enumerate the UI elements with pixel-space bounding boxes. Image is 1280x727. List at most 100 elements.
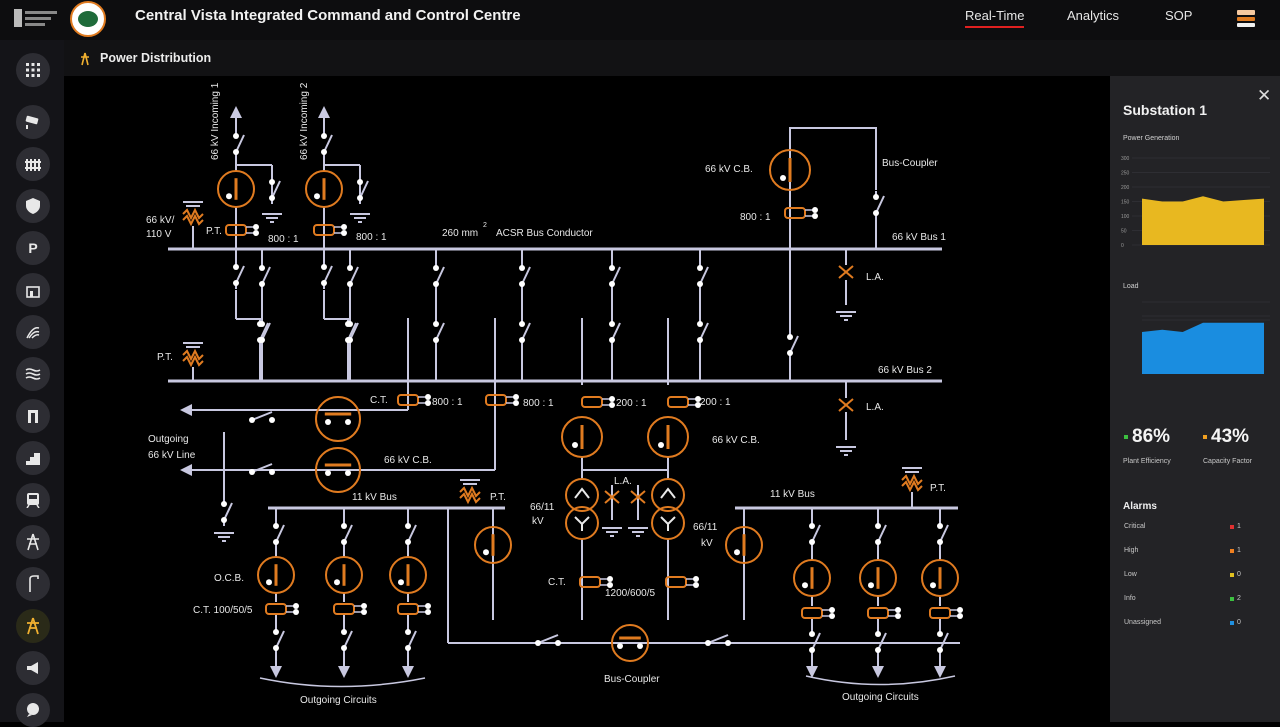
current-transformer <box>665 576 687 588</box>
transformer-winding <box>651 506 685 540</box>
pt-winding <box>182 213 204 227</box>
diagram-label: C.T. 100/50/5 <box>193 605 253 616</box>
node-dot <box>433 281 439 287</box>
node-dot <box>314 193 320 200</box>
ocb <box>921 559 959 597</box>
lightning-arrester <box>838 265 854 279</box>
megaphone-icon[interactable] <box>16 651 50 685</box>
parking-icon[interactable]: P <box>16 231 50 265</box>
diagram-label: 66 kV Line <box>148 450 196 461</box>
water-icon[interactable] <box>16 357 50 391</box>
isolator-switch <box>699 322 709 341</box>
node-dot <box>325 470 331 476</box>
pt-winding <box>459 491 481 505</box>
diagram-label: 11 kV Bus <box>770 489 815 500</box>
close-icon[interactable]: ✕ <box>1257 86 1272 105</box>
isolator-switch <box>707 634 729 644</box>
diagram-label: 66 kV Bus 1 <box>892 232 946 243</box>
cctv-icon[interactable] <box>16 105 50 139</box>
fence-icon[interactable] <box>16 147 50 181</box>
weather-icon[interactable] <box>16 315 50 349</box>
isolator-switch <box>699 266 709 285</box>
node-dot <box>658 442 664 448</box>
diagram-label: 800 : 1 <box>356 232 387 243</box>
isolator-switch <box>521 266 531 285</box>
node-dot <box>895 607 901 613</box>
diagram-label: Outgoing <box>148 434 189 445</box>
pt-winding <box>901 473 923 487</box>
current-transformer <box>867 607 889 619</box>
diagram-label: kV <box>532 516 544 527</box>
node-dot <box>347 281 353 287</box>
sidebar: P <box>0 40 65 727</box>
nav-real-time[interactable]: Real-Time <box>965 8 1025 28</box>
y-tick-label: 150 <box>1121 200 1130 206</box>
node-dot <box>875 647 881 653</box>
node-dot <box>334 579 340 586</box>
user-menu-icon[interactable] <box>1235 6 1257 30</box>
load-area <box>1142 322 1264 374</box>
node-dot <box>829 607 835 613</box>
lamp-icon[interactable] <box>16 567 50 601</box>
node-dot <box>609 281 615 287</box>
wye-symbol <box>660 516 676 531</box>
power-distribution-icon[interactable] <box>16 609 50 643</box>
shield-icon[interactable] <box>16 189 50 223</box>
isolator-switch <box>343 524 353 543</box>
node-dot <box>345 419 351 425</box>
node-dot <box>341 645 347 651</box>
node-dot <box>347 321 353 327</box>
isolator-switch <box>235 265 245 284</box>
node-dot <box>357 179 363 185</box>
chat-icon[interactable] <box>16 693 50 727</box>
grid-icon[interactable] <box>16 53 50 87</box>
isolator-switch <box>271 180 281 199</box>
node-dot <box>293 609 299 615</box>
node-dot <box>405 645 411 651</box>
cb-66kv <box>561 416 603 458</box>
node-dot <box>937 523 943 529</box>
node-dot <box>957 613 963 619</box>
isolator-switch <box>349 266 359 285</box>
pt-winding <box>182 348 204 362</box>
train-icon[interactable] <box>16 483 50 517</box>
diagram-label: 66/11 <box>693 522 718 533</box>
node-dot <box>609 402 615 408</box>
node-dot <box>259 337 265 343</box>
isolator-switch <box>407 630 417 649</box>
tower-icon[interactable] <box>16 525 50 559</box>
node-dot <box>361 609 367 615</box>
isolator-switch <box>611 266 621 285</box>
isolator-switch <box>537 634 559 644</box>
lift-icon[interactable] <box>16 399 50 433</box>
y-tick-label: 250 <box>1121 171 1130 177</box>
pt-winding <box>459 485 481 499</box>
ocb <box>389 556 427 594</box>
stairs-icon[interactable] <box>16 441 50 475</box>
node-dot <box>293 603 299 609</box>
outgoing-breaker <box>315 447 361 493</box>
ministry-logo <box>70 1 106 37</box>
nav-sop[interactable]: SOP <box>1165 8 1193 23</box>
node-dot <box>433 321 439 327</box>
node-dot <box>519 337 525 343</box>
nav-analytics[interactable]: Analytics <box>1067 8 1120 23</box>
diagram-label: 260 mm <box>442 228 478 239</box>
diagram-label: 66/11 <box>530 502 555 513</box>
building-icon[interactable] <box>16 273 50 307</box>
node-dot <box>697 321 703 327</box>
node-dot <box>607 582 613 588</box>
node-dot <box>609 265 615 271</box>
node-dot <box>695 396 701 402</box>
diagram-label: 800 : 1 <box>523 398 554 409</box>
cb-66kv <box>647 416 689 458</box>
isolator-switch <box>343 630 353 649</box>
node-dot <box>637 643 643 649</box>
government-emblem-icon <box>14 9 57 27</box>
